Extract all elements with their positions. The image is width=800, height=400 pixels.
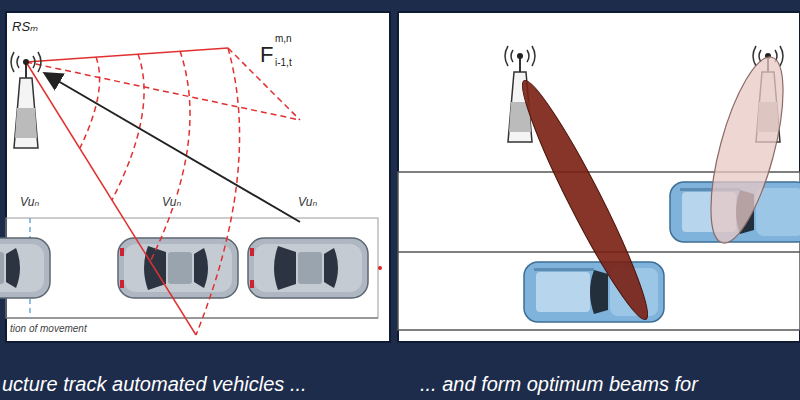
vehicle-label: Vuₙ [160, 196, 183, 208]
beam-subscript: i-1,t [273, 58, 294, 68]
direction-note: tion of movement [10, 324, 87, 334]
station-label: RSₘ [12, 20, 38, 33]
tracking-arrow [46, 74, 300, 222]
narrow-beam [696, 50, 798, 249]
caption-left: ucture track automated vehicles ... [2, 374, 307, 394]
road-edge [6, 318, 378, 319]
road [6, 218, 378, 318]
vehicle-label: Vuₙ [296, 196, 319, 208]
beam-fan [26, 48, 300, 335]
vehicle-label: Vuₙ [18, 196, 41, 208]
right-panel [398, 12, 800, 342]
beam-superscript: m,n [273, 34, 294, 44]
left-panel [6, 12, 390, 342]
caption-right: ... and form optimum beams for [420, 374, 698, 394]
narrow-beam [510, 73, 660, 326]
